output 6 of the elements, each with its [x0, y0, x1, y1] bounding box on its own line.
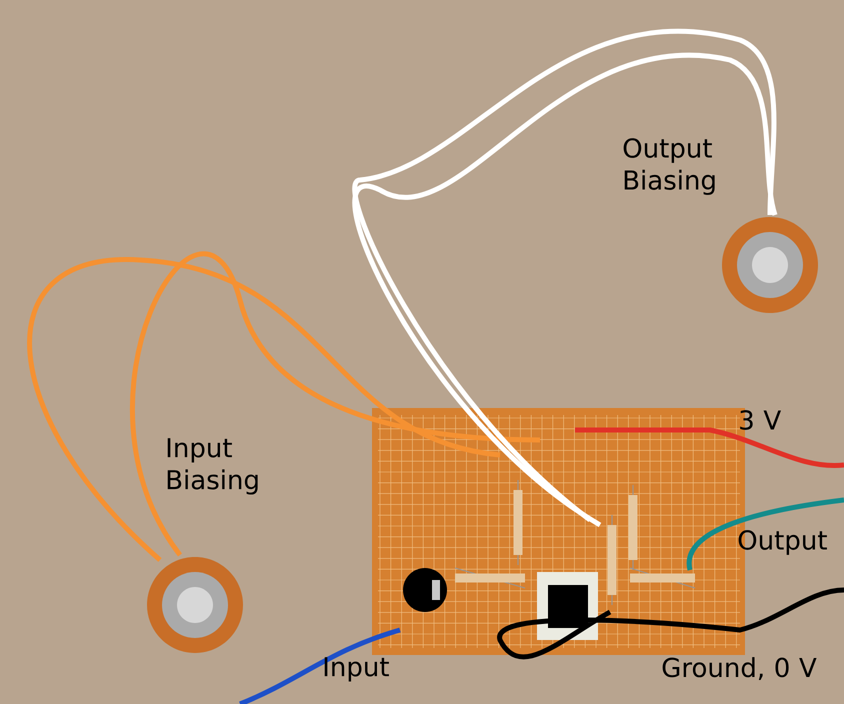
callout-label: 3 V: [740, 410, 781, 430]
callout-label: Output Biasing: [624, 138, 715, 195]
callout-label: Input Biasing: [168, 438, 258, 495]
callout-label: Input: [324, 657, 389, 682]
callout-label: Ground, 0 V: [662, 657, 817, 680]
callout-label: Output: [738, 530, 827, 555]
